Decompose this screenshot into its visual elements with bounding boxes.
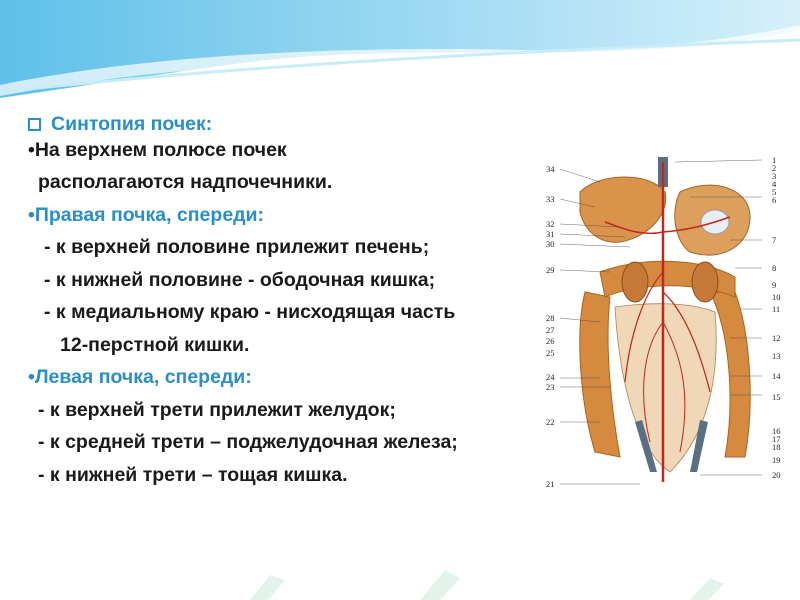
organ-shapes bbox=[579, 157, 751, 473]
svg-text:9: 9 bbox=[772, 280, 776, 290]
svg-text:3: 3 bbox=[772, 171, 776, 181]
svg-text:31: 31 bbox=[546, 229, 555, 239]
svg-text:18: 18 bbox=[772, 442, 781, 452]
svg-text:17: 17 bbox=[772, 434, 781, 444]
svg-text:11: 11 bbox=[772, 304, 780, 314]
slide-heading: Синтопия почек: bbox=[28, 108, 558, 141]
svg-text:30: 30 bbox=[546, 239, 555, 249]
svg-text:28: 28 bbox=[546, 313, 555, 323]
svg-text:27: 27 bbox=[546, 325, 555, 335]
checkbox-bullet-icon bbox=[28, 117, 41, 131]
svg-text:16: 16 bbox=[772, 426, 781, 436]
svg-text:7: 7 bbox=[772, 235, 776, 245]
figure-labels-left: 34 33 32 31 30 29 28 27 26 25 24 23 22 2… bbox=[546, 164, 555, 489]
svg-text:15: 15 bbox=[772, 392, 781, 402]
svg-text:10: 10 bbox=[772, 292, 781, 302]
svg-text:22: 22 bbox=[546, 417, 555, 427]
anatomy-illustration: 34 33 32 31 30 29 28 27 26 25 24 23 22 2… bbox=[546, 155, 781, 489]
svg-text:23: 23 bbox=[546, 382, 555, 392]
text-line: - к нижней половине - ободочная кишка; bbox=[44, 268, 436, 291]
slide-text: Синтопия почек: •На верхнем полюсе почек… bbox=[28, 108, 558, 498]
svg-text:4: 4 bbox=[772, 179, 777, 189]
svg-text:21: 21 bbox=[546, 479, 555, 489]
svg-text:33: 33 bbox=[546, 194, 555, 204]
text-line: располагаются надпочечники. bbox=[38, 171, 333, 193]
svg-text:8: 8 bbox=[772, 263, 776, 273]
text-line: 12-перстной кишки. bbox=[60, 333, 250, 356]
text-line: - к нижней трети – тощая кишка. bbox=[38, 463, 348, 486]
svg-text:34: 34 bbox=[546, 164, 555, 174]
svg-text:14: 14 bbox=[772, 371, 781, 381]
subheading-left-kidney: •Левая почка, спереди: bbox=[28, 366, 252, 388]
heading-text: Синтопия почек: bbox=[51, 112, 213, 135]
svg-text:24: 24 bbox=[546, 372, 555, 382]
top-wave-decoration bbox=[0, 0, 800, 98]
svg-text:25: 25 bbox=[546, 348, 555, 358]
vessels bbox=[604, 162, 731, 482]
figure-labels-right: 1 2 3 4 5 6 7 8 9 10 11 12 13 14 15 16 1… bbox=[772, 155, 781, 480]
svg-text:2: 2 bbox=[772, 163, 776, 173]
svg-text:13: 13 bbox=[772, 351, 781, 361]
text-line: - к верхней трети прилежит желудок; bbox=[38, 398, 396, 421]
text-line: •На верхнем полюсе почек bbox=[28, 138, 287, 161]
svg-text:20: 20 bbox=[772, 470, 781, 480]
svg-text:1: 1 bbox=[772, 155, 776, 165]
text-line: - к медиальному краю - нисходящая часть bbox=[44, 301, 456, 323]
svg-text:26: 26 bbox=[546, 336, 555, 346]
text-line: - к средней трети – поджелудочная железа… bbox=[38, 431, 458, 453]
text-line: - к верхней половине прилежит печень; bbox=[44, 236, 430, 258]
subheading-right-kidney: •Правая почка, спереди: bbox=[28, 203, 265, 226]
svg-text:32: 32 bbox=[546, 219, 555, 229]
svg-text:19: 19 bbox=[772, 455, 781, 465]
leader-lines bbox=[559, 159, 763, 485]
svg-text:5: 5 bbox=[772, 187, 776, 197]
bottom-decoration bbox=[250, 570, 724, 600]
svg-text:12: 12 bbox=[772, 333, 781, 343]
svg-text:29: 29 bbox=[546, 265, 555, 275]
svg-text:6: 6 bbox=[772, 195, 776, 205]
